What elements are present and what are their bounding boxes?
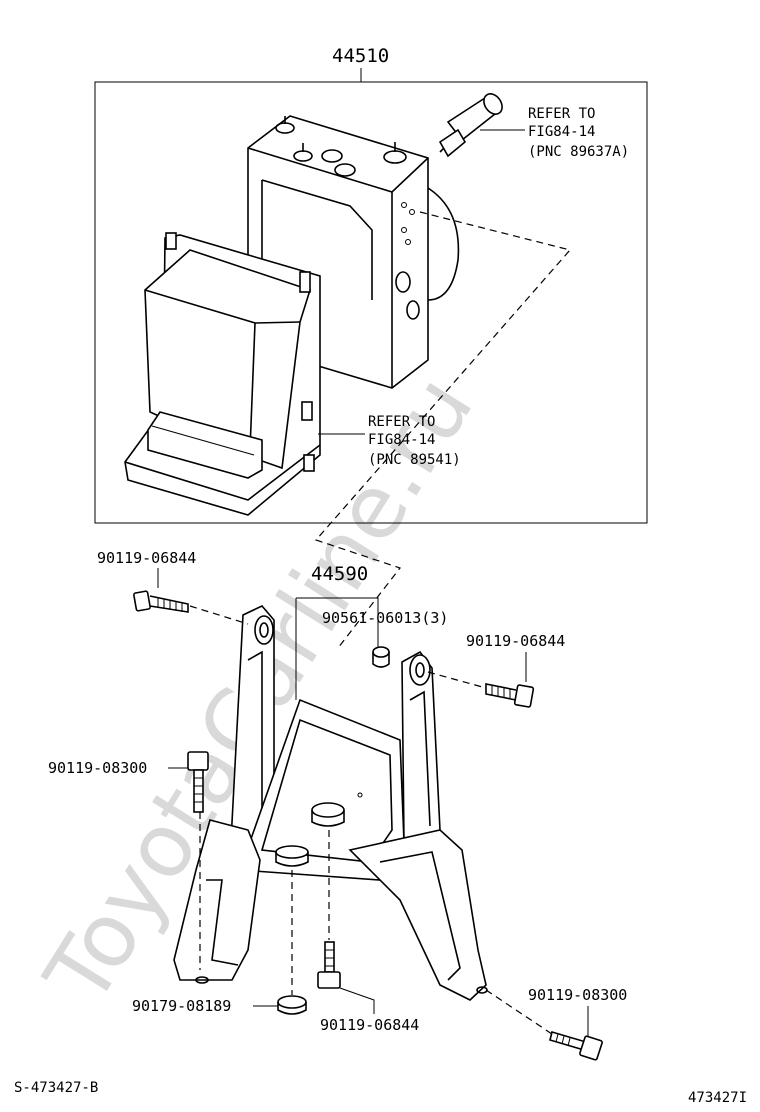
pressure-sensor[interactable]: [438, 90, 506, 158]
bolt-right[interactable]: [485, 683, 535, 708]
assembly-frame: [94, 81, 648, 524]
label-bolt-bottom-center[interactable]: 90119-06844: [320, 1016, 419, 1034]
bolt-left-vertical[interactable]: [187, 751, 209, 813]
refer-note-sensor-line3: (PNC 89637A): [528, 144, 629, 160]
label-cushion-90179[interactable]: 90179-08189: [132, 997, 231, 1015]
label-bolt-bottom-right[interactable]: 90119-08300: [528, 986, 627, 1004]
bolt-bottom-center[interactable]: [317, 941, 341, 989]
label-bolt-right[interactable]: 90119-06844: [466, 632, 565, 650]
nut-90561[interactable]: [372, 646, 390, 668]
refer-note-ecu-line2: FIG84-14: [368, 432, 435, 448]
refer-note-ecu-line3: (PNC 89541): [368, 452, 461, 468]
bracket-assembly[interactable]: [173, 605, 488, 1001]
cushion-90179[interactable]: [275, 845, 309, 1015]
ecu-module[interactable]: [124, 232, 321, 516]
bolt-bottom-right[interactable]: [549, 1030, 603, 1061]
label-44590[interactable]: 44590: [311, 563, 368, 585]
diagram-code: S-473427-B: [14, 1080, 98, 1096]
refer-note-sensor-line2: FIG84-14: [528, 124, 595, 140]
label-bolt-left[interactable]: 90119-08300: [48, 759, 147, 777]
label-44510[interactable]: 44510: [332, 45, 389, 67]
label-nut-90561[interactable]: 90561-06013(3): [322, 609, 448, 627]
image-id: 473427I: [688, 1090, 747, 1106]
bolt-top-left[interactable]: [133, 590, 189, 613]
refer-note-sensor-line1: REFER TO: [528, 106, 595, 122]
refer-note-ecu-line1: REFER TO: [368, 414, 435, 430]
label-bolt-top-left[interactable]: 90119-06844: [97, 549, 196, 567]
